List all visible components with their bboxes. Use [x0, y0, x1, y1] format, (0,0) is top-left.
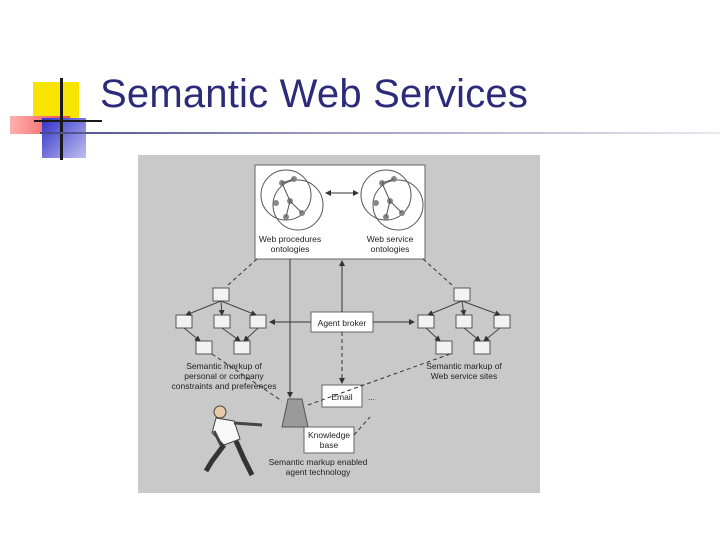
web-sites-markup-label-1: Semantic markup of: [426, 361, 502, 371]
knowledge-base-label-2: base: [320, 440, 339, 450]
person-figure-icon: [203, 405, 263, 477]
diagram-connectors: [211, 258, 453, 436]
personal-markup-label-1: Semantic markup of: [186, 361, 262, 371]
knowledge-base-label-1: Knowledge: [308, 430, 350, 440]
personal-documents-cluster: [175, 287, 267, 355]
knowledge-base-box: [303, 426, 355, 454]
decor-blue-square: [42, 118, 86, 158]
web-service-label-1: Web service: [367, 234, 414, 244]
agent-device-icon: [281, 398, 309, 428]
web-procedures-label-1: Web procedures: [259, 234, 321, 244]
semantic-web-diagram: Web procedures ontologies Web service on…: [138, 155, 540, 493]
agent-tech-label-1: Semantic markup enabled: [269, 457, 368, 467]
email-label: Email: [331, 392, 352, 402]
slide-title: Semantic Web Services: [100, 72, 529, 116]
email-ellipsis: ...: [368, 392, 375, 402]
web-sites-markup-label-2: Web service sites: [431, 371, 497, 381]
web-service-label-2: ontologies: [371, 244, 410, 254]
agent-broker-label: Agent broker: [318, 318, 367, 328]
web-sites-documents-cluster: [417, 287, 511, 355]
web-procedures-ontology-graphic: [260, 169, 324, 231]
agent-tech-label-2: agent technology: [286, 467, 351, 477]
decor-horizontal-line: [34, 120, 102, 122]
web-procedures-label-2: ontologies: [271, 244, 310, 254]
personal-markup-label-2: personal or company: [184, 371, 264, 381]
diagram-svg: Web procedures ontologies Web service on…: [172, 164, 511, 477]
email-box: [321, 384, 363, 408]
personal-markup-label-3: constraints and preferences: [172, 381, 277, 391]
decor-vertical-line: [60, 78, 63, 160]
web-service-ontology-graphic: [360, 169, 424, 231]
title-underline: [40, 132, 720, 134]
